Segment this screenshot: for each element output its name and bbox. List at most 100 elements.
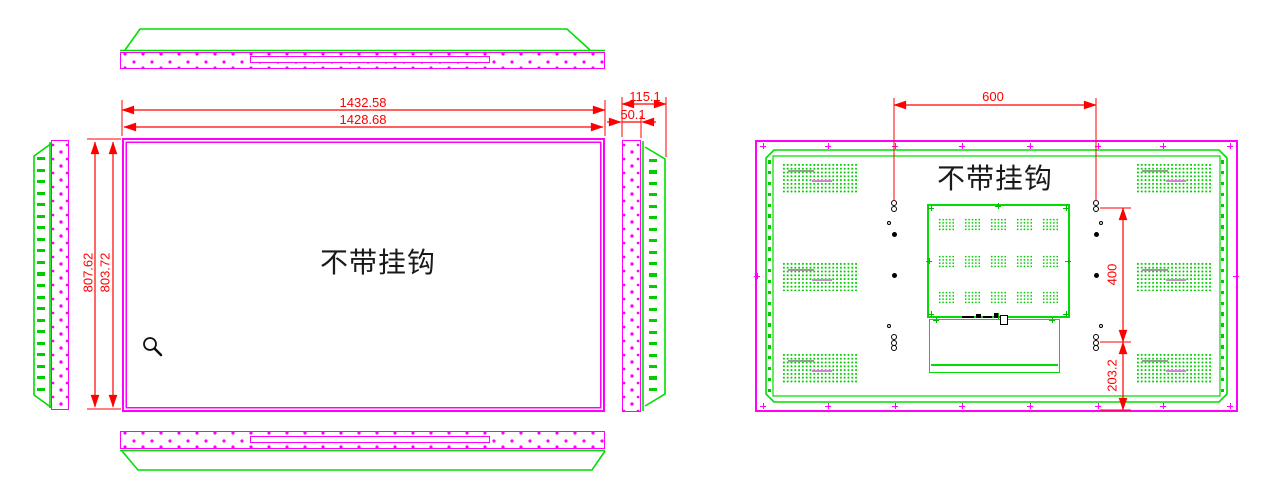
vent-slot bbox=[1220, 279, 1224, 284]
front-panel-outline bbox=[122, 138, 605, 412]
mount-hole-filled bbox=[1093, 231, 1099, 237]
vent-cluster bbox=[990, 254, 1006, 268]
vent-slot bbox=[1220, 345, 1224, 349]
vent-cluster bbox=[1042, 291, 1058, 304]
frame-screw-mark bbox=[1027, 143, 1033, 149]
dim-depth-front: 50.1 bbox=[620, 107, 646, 122]
vent-slot bbox=[37, 318, 45, 322]
vent-slot bbox=[649, 353, 657, 357]
vent-cluster bbox=[990, 218, 1006, 231]
plate-corner-mark bbox=[1049, 317, 1055, 323]
frame-screw-mark bbox=[760, 403, 766, 409]
vent-cluster bbox=[938, 254, 954, 268]
vent-slot bbox=[767, 355, 771, 360]
vent-slot bbox=[649, 284, 657, 288]
vent-slot bbox=[649, 250, 657, 254]
frame-screw-mark bbox=[1233, 273, 1239, 279]
vent-slot bbox=[37, 249, 45, 253]
vent-slot bbox=[37, 157, 45, 161]
frame-screw-mark bbox=[1160, 403, 1166, 409]
vent-slot bbox=[1220, 312, 1224, 316]
vent-slot bbox=[37, 168, 45, 172]
vent-cluster bbox=[1042, 218, 1058, 231]
vent-cluster bbox=[938, 218, 954, 231]
vent-slot bbox=[37, 341, 45, 345]
vent-slot bbox=[649, 193, 657, 197]
vent-slot bbox=[1220, 225, 1224, 229]
connector-label-mark bbox=[994, 313, 998, 318]
vent-slot bbox=[767, 334, 771, 338]
dim-height-inner: 803.72 bbox=[97, 252, 113, 293]
vent-cluster bbox=[1016, 218, 1032, 231]
vent-slot bbox=[767, 377, 771, 382]
vent-slot bbox=[649, 307, 657, 311]
vent-slot bbox=[1220, 236, 1224, 240]
vent-grid-mid-right bbox=[1136, 262, 1213, 291]
frame-screw-mark bbox=[959, 403, 965, 409]
vent-slot bbox=[1220, 257, 1224, 262]
vent-cluster bbox=[938, 291, 954, 304]
dim-width-inner: 1428.68 bbox=[339, 112, 387, 127]
vent-slot bbox=[37, 226, 45, 230]
vent-slot bbox=[649, 239, 657, 243]
vent-slot bbox=[649, 181, 657, 186]
plate-corner-mark bbox=[995, 203, 1001, 209]
vent-cluster bbox=[964, 291, 980, 304]
plate-corner-mark bbox=[928, 205, 934, 211]
vent-slot bbox=[37, 191, 45, 195]
plate-corner-mark bbox=[1063, 311, 1069, 317]
vent-slot bbox=[767, 301, 771, 305]
connector-label-mark bbox=[983, 316, 992, 318]
vent-slot bbox=[767, 388, 771, 392]
dim-bottom-offset: 203.2 bbox=[1104, 359, 1120, 392]
vent-slot bbox=[37, 353, 45, 357]
connector-port-outline bbox=[1000, 315, 1008, 325]
bottom-view-slot bbox=[250, 436, 490, 443]
dim-height-outer: 807.62 bbox=[80, 252, 96, 293]
mount-hole-filled bbox=[891, 231, 897, 237]
vent-slot bbox=[649, 387, 657, 391]
vesa-plate-vents bbox=[938, 218, 1058, 304]
frame-screw-mark bbox=[1095, 403, 1101, 409]
vent-slot bbox=[1220, 247, 1224, 251]
vent-cluster bbox=[1016, 291, 1032, 304]
plate-corner-mark bbox=[1065, 258, 1071, 264]
dim-mount-width: 600 bbox=[982, 89, 1004, 104]
vent-slot bbox=[37, 307, 45, 311]
vent-slot bbox=[1220, 268, 1224, 273]
vent-cluster bbox=[964, 218, 980, 231]
vent-slot bbox=[37, 330, 45, 334]
vent-grid-top-left bbox=[782, 163, 859, 193]
vent-slot bbox=[649, 296, 657, 300]
vent-slot bbox=[37, 260, 45, 265]
vent-slot bbox=[649, 170, 657, 174]
plate-corner-mark bbox=[1063, 205, 1069, 211]
top-view-slot bbox=[250, 56, 490, 63]
left-side-bezel-strip bbox=[51, 140, 69, 410]
pilot-hole bbox=[887, 221, 891, 225]
vent-slot bbox=[1220, 192, 1224, 197]
frame-screw-mark bbox=[825, 403, 831, 409]
frame-screw-mark bbox=[825, 143, 831, 149]
vent-cluster bbox=[990, 291, 1006, 304]
vent-slot bbox=[1220, 181, 1224, 186]
vent-slot bbox=[649, 262, 657, 266]
vent-slot bbox=[767, 290, 771, 295]
vent-slot bbox=[649, 342, 657, 346]
mount-hole bbox=[1093, 206, 1099, 212]
vent-slot bbox=[767, 225, 771, 229]
vent-slot bbox=[37, 387, 45, 391]
vent-slot bbox=[649, 273, 657, 277]
frame-screw-mark bbox=[760, 143, 766, 149]
vent-slot bbox=[1220, 160, 1224, 164]
pilot-hole bbox=[1099, 324, 1103, 328]
vent-slot bbox=[767, 279, 771, 284]
vent-slot bbox=[1220, 170, 1224, 175]
frame-screw-mark bbox=[959, 143, 965, 149]
vent-slot bbox=[767, 203, 771, 207]
plate-corner-mark bbox=[933, 317, 939, 323]
vent-slot bbox=[767, 247, 771, 251]
pilot-hole bbox=[1099, 221, 1103, 225]
vent-slot bbox=[767, 170, 771, 175]
